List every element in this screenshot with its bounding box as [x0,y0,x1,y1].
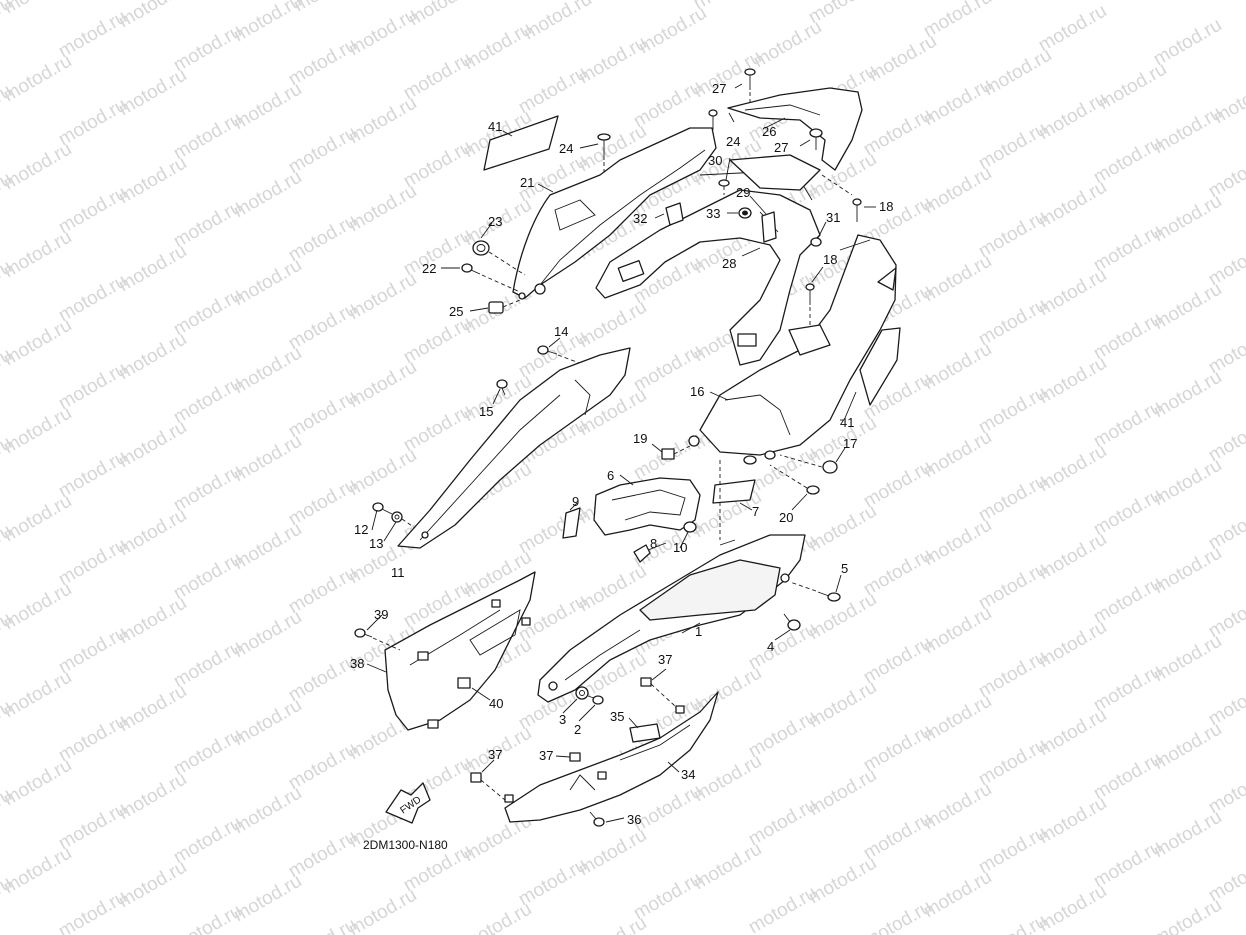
callout-13: 13 [369,536,383,551]
part-37-nut-b [470,772,506,801]
part-29-clip [761,211,777,243]
part-21-side-cover [512,127,717,300]
part-41-label-left [483,115,559,171]
callout-17: 17 [843,436,857,451]
callout-23: 23 [488,214,502,229]
part-24-screw-right [708,109,718,130]
callout-4: 4 [767,639,774,654]
part-36-screw [589,811,605,827]
part-14-screw [537,345,583,365]
callout-18-upper: 18 [879,199,893,214]
callout-39: 39 [374,607,388,622]
callout-7: 7 [752,504,759,519]
callout-16: 16 [690,384,704,399]
part-17-grommet [779,454,838,474]
part-12-screw [372,502,393,515]
callout-20: 20 [779,510,793,525]
callout-18-lower: 18 [823,252,837,267]
part-25-nut [488,299,521,314]
callout-37-a: 37 [658,652,672,667]
callout-25: 25 [449,304,463,319]
part-22-screw [461,263,521,293]
callout-26: 26 [762,124,776,139]
part-11-side-panel [397,347,631,549]
callout-9: 9 [572,494,579,509]
callout-19: 19 [633,431,647,446]
callout-24-left: 24 [559,141,573,156]
part-35-label [629,723,661,743]
part-16-rear-cover [688,234,897,465]
callout-37-b: 37 [488,747,502,762]
part-15-screw [496,379,508,396]
callout-41-right: 41 [840,415,854,430]
callout-31: 31 [826,210,840,225]
part-8-clip [633,544,651,563]
leader-lines [366,83,876,823]
callout-37-c: 37 [539,748,553,763]
part-19-nut [661,445,691,460]
part-5-screw [789,581,841,602]
callout-12: 12 [354,522,368,537]
callout-10: 10 [673,540,687,555]
callout-2: 2 [574,722,581,737]
part-30-nut [718,179,730,195]
part-32-bracket [665,202,684,226]
callout-21: 21 [520,175,534,190]
callout-3: 3 [559,712,566,727]
part-18-screw-lower [805,283,815,325]
callout-35: 35 [610,709,624,724]
part-18-screw-upper [852,198,862,222]
part-20-screw [769,464,820,495]
callout-38: 38 [350,656,364,671]
callout-5: 5 [841,561,848,576]
part-6-bracket [593,477,701,536]
part-34-under-cover [504,691,719,823]
callout-36: 36 [627,812,641,827]
part-33-grommet [738,207,752,219]
part-31-screw [810,237,822,247]
callout-24-right: 24 [726,134,740,149]
callout-33: 33 [706,206,720,221]
callout-6: 6 [607,468,614,483]
diagram-code: 2DM1300-N180 [363,838,448,852]
callout-29: 29 [736,185,750,200]
part-26-tail-cover [727,87,863,171]
callout-27-top: 27 [712,81,726,96]
part-13-washer [391,511,416,529]
callout-30: 30 [708,153,722,168]
part-4-screw [783,613,801,631]
part-37-nut-a [640,677,676,707]
part-2-screw [587,695,604,705]
callout-labels: 41 24 21 23 22 25 27 24 26 27 18 18 30 2… [350,81,893,852]
fwd-arrow: FWD [385,782,431,824]
callout-1: 1 [695,624,702,639]
callout-8: 8 [650,536,657,551]
part-37-nut-c [569,752,581,762]
callout-15: 15 [479,404,493,419]
callout-40: 40 [489,696,503,711]
part-39-screw [354,628,401,651]
callout-14: 14 [554,324,568,339]
part-7-plate [712,479,756,504]
callout-27-right: 27 [774,140,788,155]
part-27-screw-top [744,68,756,115]
part-38-lower-panel [384,571,536,731]
part-27-screw-right [809,128,853,196]
callout-41-left: 41 [488,119,502,134]
callout-32: 32 [633,211,647,226]
part-23-grommet [472,240,526,276]
part-10-screw [683,521,697,533]
part-9-pad [562,507,581,539]
part-3-washer [575,686,589,700]
callout-22: 22 [422,261,436,276]
callout-11: 11 [391,565,405,580]
callout-34: 34 [681,767,695,782]
part-41-label-right [859,327,901,406]
part-1-side-cover [537,460,806,703]
callout-28: 28 [722,256,736,271]
